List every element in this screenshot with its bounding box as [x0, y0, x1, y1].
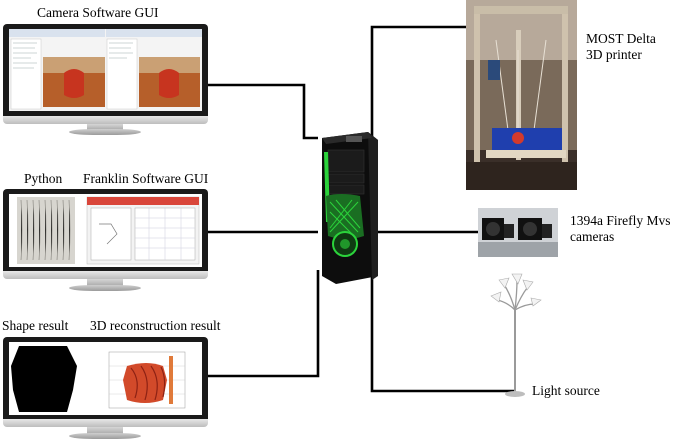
monitor-chin: [3, 271, 208, 279]
monitor-results: [3, 337, 208, 443]
wire-monitor1: [205, 83, 318, 140]
printer-photo: [466, 0, 577, 190]
camera-gui-label: Camera Software GUI: [37, 5, 159, 20]
franklin-gui-screenshot: [9, 194, 202, 267]
monitor-chin: [3, 116, 208, 124]
cameras-label: 1394a Firefly Mvs cameras: [570, 213, 671, 244]
franklin-gui-label: Franklin Software GUI: [83, 171, 209, 186]
results-screenshot: [9, 342, 202, 415]
franklin-gui-screen: [9, 194, 202, 267]
reconstruction-label: 3D reconstruction result: [90, 318, 221, 333]
camera-gui-screen: [9, 29, 202, 111]
floor-lamp: [490, 273, 542, 397]
results-screen: [9, 342, 202, 415]
monitor-foot: [69, 433, 141, 439]
computer-tower: [322, 132, 378, 284]
camera-gui-screenshot: [9, 29, 202, 111]
cameras-photo: [478, 208, 558, 257]
monitor-chin: [3, 419, 208, 427]
wire-printer: [370, 25, 466, 152]
wire-monitor3: [205, 270, 320, 378]
printer-label: MOST Delta 3D printer: [586, 31, 656, 62]
monitor-stand: [87, 427, 123, 434]
python-label: Python: [24, 171, 63, 186]
printer-image: [466, 0, 577, 190]
monitor-foot: [69, 285, 141, 291]
shape-result-label: Shape result: [2, 318, 69, 333]
monitor-franklin-gui: [3, 189, 208, 299]
light-source-label: Light source: [532, 383, 600, 398]
wire-light: [370, 276, 515, 393]
monitor-stand: [87, 279, 123, 286]
monitor-foot: [69, 129, 141, 135]
monitor-stand: [87, 124, 123, 130]
shape-silhouette: [11, 346, 77, 412]
monitor-camera-gui: [3, 24, 208, 135]
cameras-image: [478, 208, 558, 257]
